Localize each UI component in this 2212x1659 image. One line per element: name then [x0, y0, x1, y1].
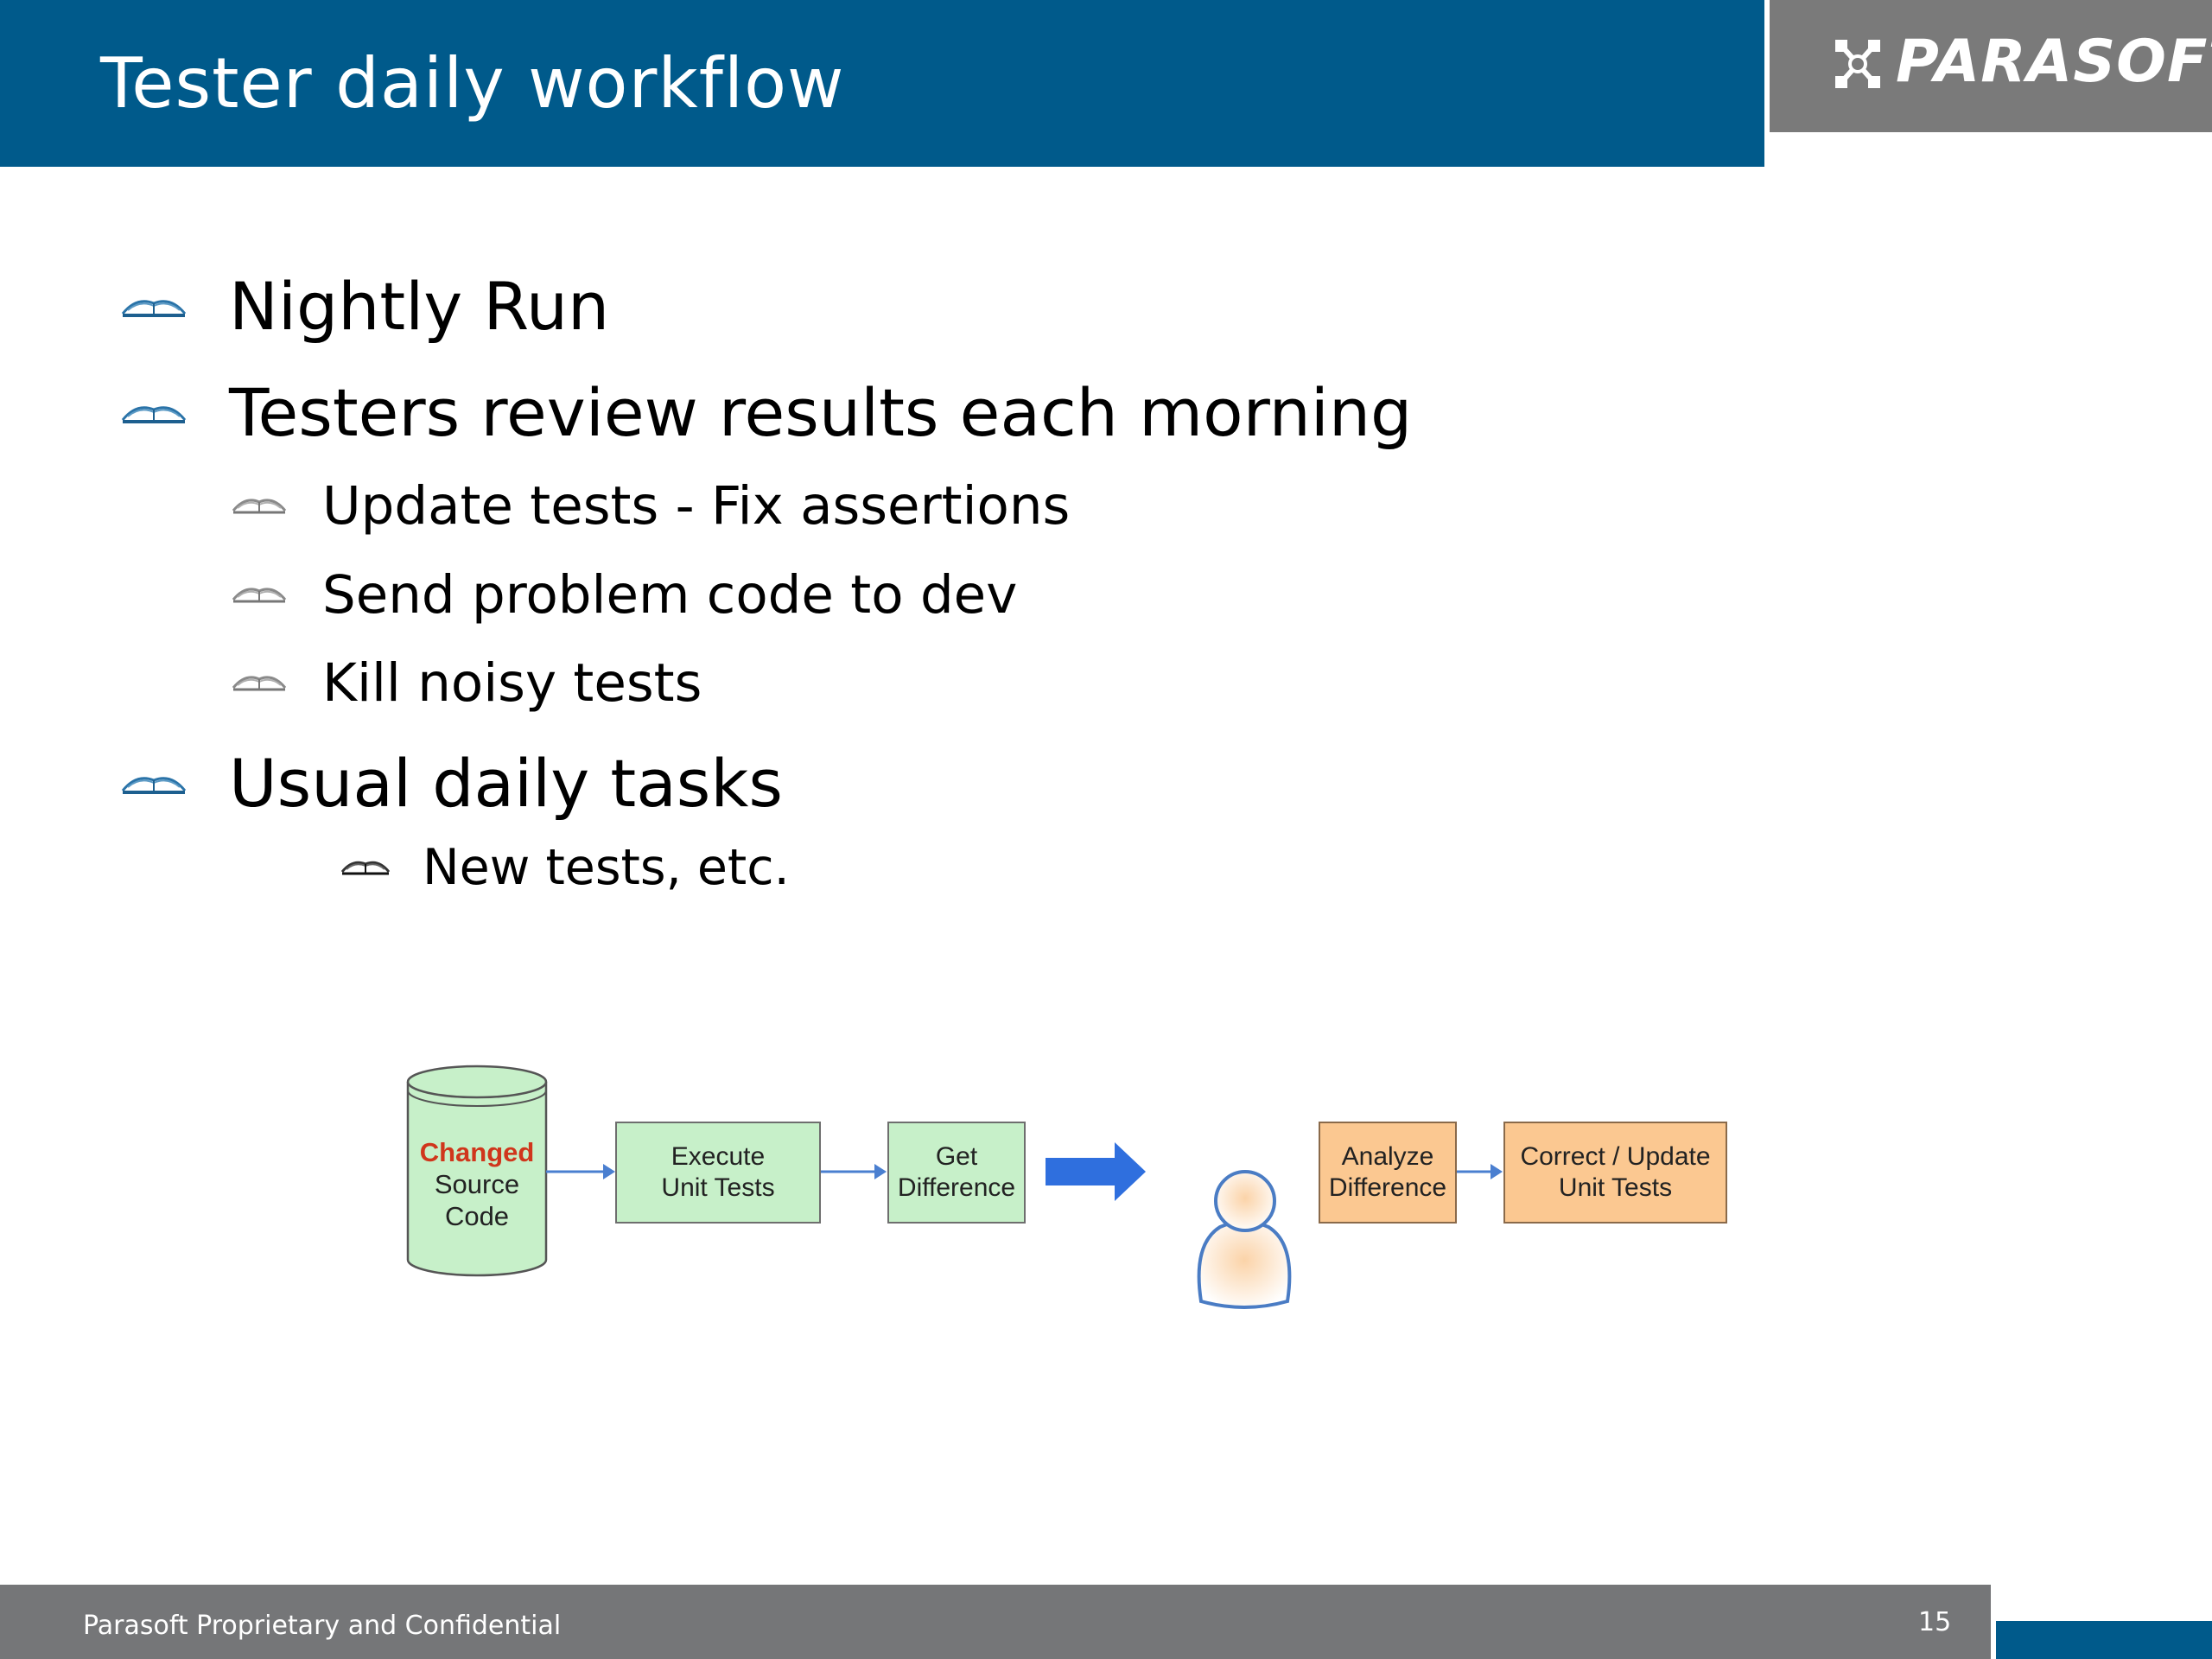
bullet-text: Send problem code to dev: [322, 564, 1018, 626]
footer-bar: [0, 1585, 1991, 1659]
book-icon: [121, 777, 187, 794]
book-icon: [232, 499, 287, 514]
person-icon: [1197, 1170, 1292, 1309]
bullet-text: Testers review results each morning: [229, 374, 1413, 451]
footer-accent-fill: [1996, 1621, 2212, 1659]
changed-label: Changed: [419, 1137, 535, 1167]
bullet-text: Update tests - Fix assertions: [322, 475, 1071, 537]
handoff-arrow: [1046, 1142, 1146, 1201]
parasoft-logo: PARASOFT: [1770, 0, 2212, 132]
bullet-text: Nightly Run: [229, 268, 610, 345]
page-number: 15: [1918, 1607, 1952, 1637]
book-icon: [340, 861, 391, 875]
book-icon: [121, 300, 187, 317]
title-bar: Tester daily workflow: [0, 0, 1764, 167]
book-icon: [232, 588, 287, 603]
footer-text: Parasoft Proprietary and Confidential: [83, 1611, 562, 1641]
source-code-label: Changed Source Code: [408, 1136, 546, 1232]
bullet-text: Kill noisy tests: [322, 652, 702, 714]
connector-arrows: [546, 1164, 1503, 1179]
source-code-cylinder: [406, 1065, 548, 1277]
book-icon: [232, 676, 287, 691]
bullet-text: Usual daily tasks: [229, 745, 783, 822]
bullet-text: New tests, etc.: [423, 839, 790, 896]
logo-wordmark: PARASOFT: [1896, 28, 2212, 96]
parasoft-logo-icon: [1835, 40, 1880, 88]
slide-title: Tester daily workflow: [100, 43, 845, 124]
book-icon: [121, 406, 187, 423]
